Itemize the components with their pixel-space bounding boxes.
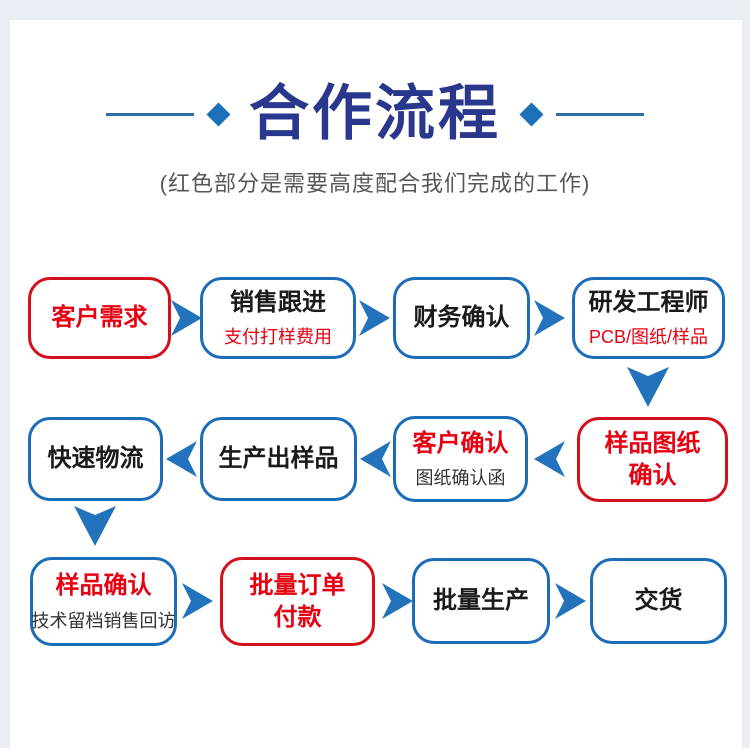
content-panel	[10, 20, 742, 748]
